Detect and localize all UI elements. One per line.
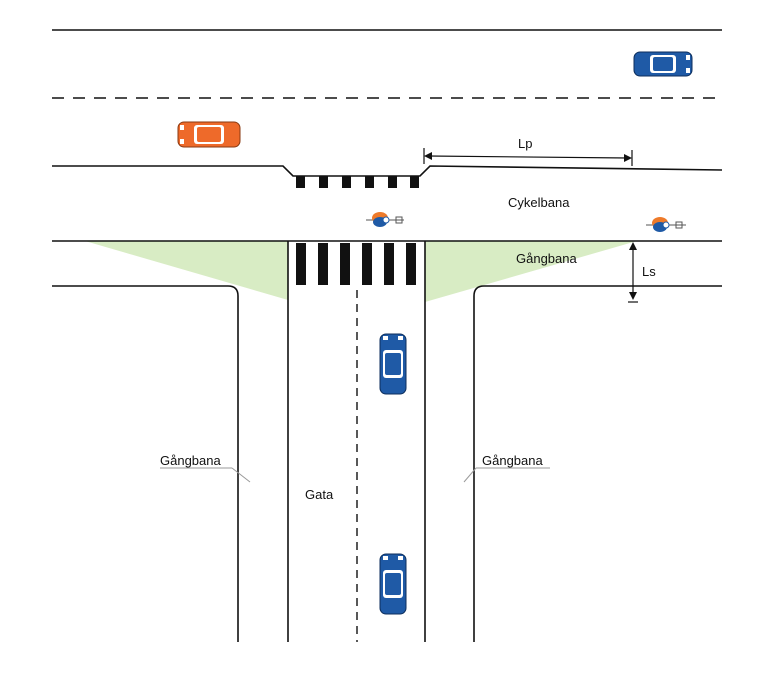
label-gangbana-right: Gångbana xyxy=(482,453,543,468)
sidewalk-bottom-edge-right xyxy=(473,285,722,642)
car-blue-side-street-lower xyxy=(379,553,407,615)
label-cykelbana: Cykelbana xyxy=(508,195,570,210)
label-gangbana-top: Gångbana xyxy=(516,251,577,266)
label-lp: Lp xyxy=(518,136,532,151)
car-orange-main-road xyxy=(177,121,241,148)
leader-line-left xyxy=(231,467,251,483)
label-gangbana-left: Gångbana xyxy=(160,453,221,468)
lp-dimension-arrow xyxy=(423,148,633,166)
label-gata: Gata xyxy=(305,487,334,502)
label-ls: Ls xyxy=(642,264,656,279)
car-blue-main-road xyxy=(633,51,693,77)
sidewalk-bottom-edge-left xyxy=(52,285,239,642)
road-bottom-edge xyxy=(52,165,723,177)
car-blue-side-street-upper xyxy=(379,333,407,395)
cyclist-right xyxy=(646,217,686,232)
cyclist-center xyxy=(366,212,404,227)
sight-triangle-left xyxy=(85,241,288,300)
bike-crossing-markings xyxy=(296,176,419,188)
zebra-crossing xyxy=(296,243,416,285)
ls-dimension-arrow xyxy=(628,242,638,303)
leader-line-right xyxy=(463,467,477,483)
